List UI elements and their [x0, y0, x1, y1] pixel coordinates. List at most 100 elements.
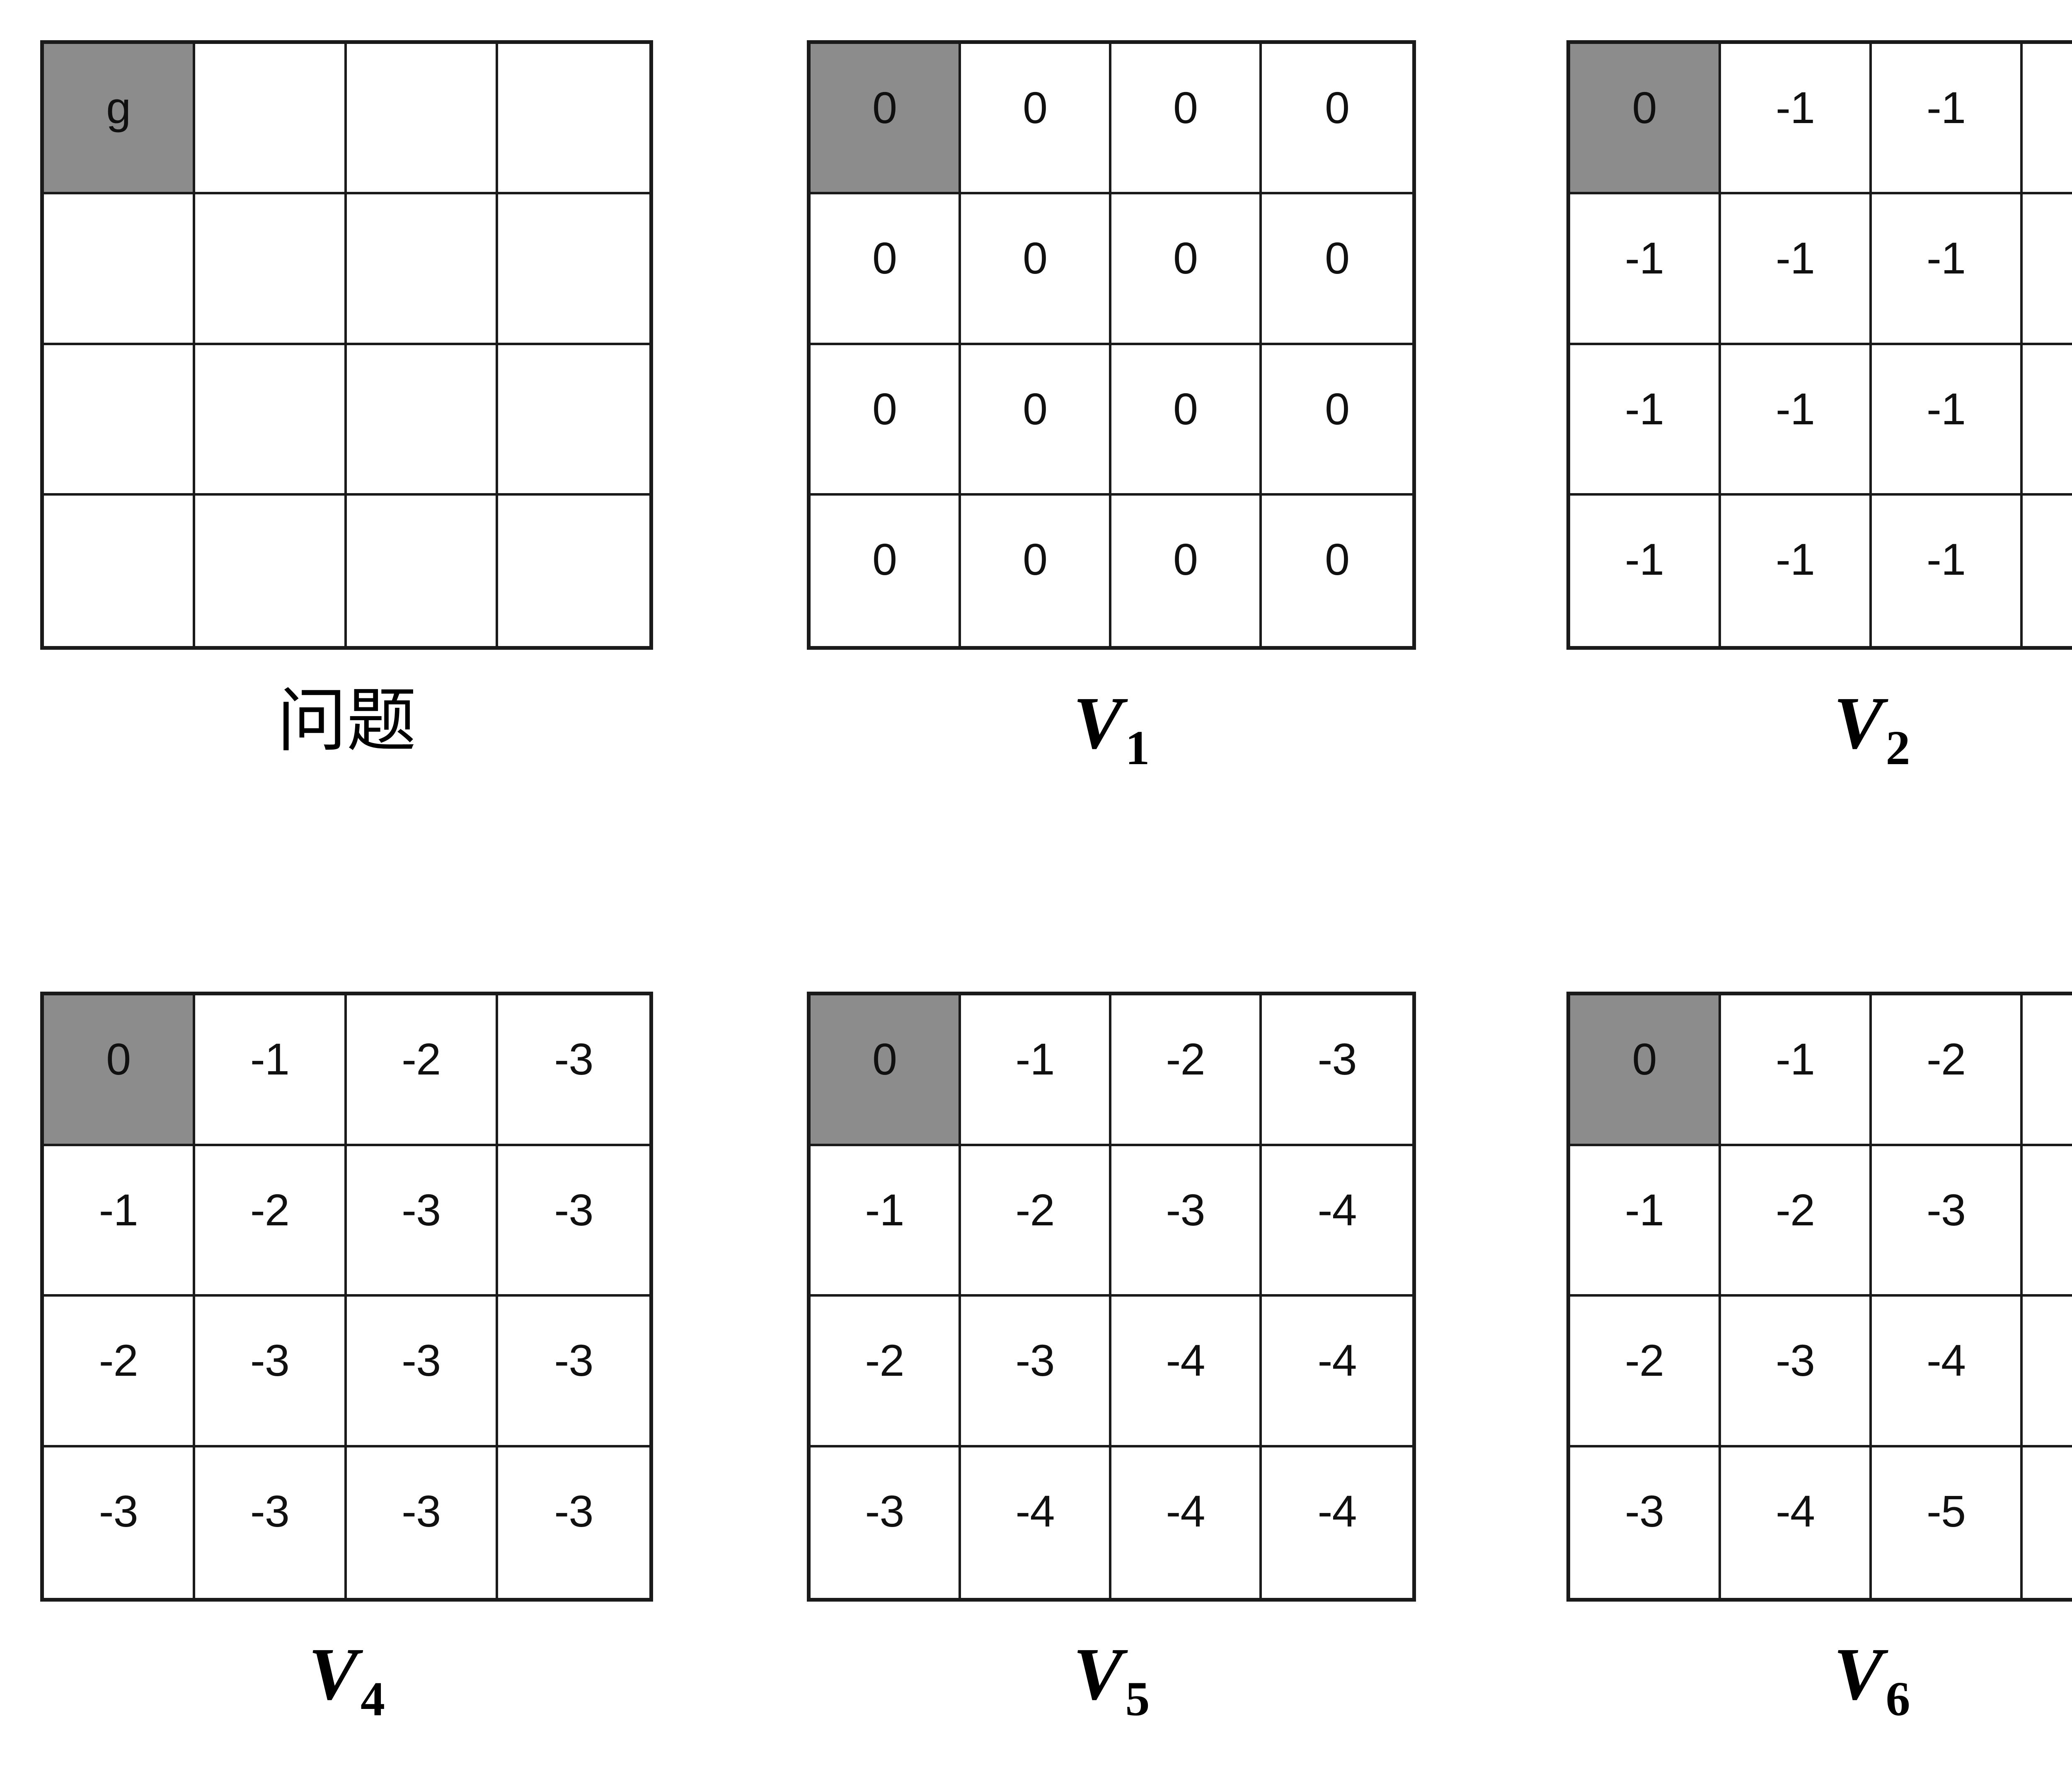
grid-cell[interactable]: -2: [1570, 1297, 1721, 1447]
caption-subscript: 4: [361, 1671, 385, 1726]
grid-cell[interactable]: -3: [2023, 995, 2072, 1146]
grid-cell[interactable]: -1: [1721, 194, 1872, 345]
grid-cell[interactable]: 0: [811, 44, 961, 195]
grid-cell[interactable]: [195, 495, 347, 646]
grid-cell[interactable]: -4: [1872, 1297, 2023, 1447]
grid-cell[interactable]: -2: [811, 1297, 961, 1447]
grid-cell[interactable]: -1: [1721, 495, 1872, 646]
grid-cell[interactable]: -3: [44, 1447, 196, 1598]
grid-cell[interactable]: -1: [2023, 495, 2072, 646]
grid-cell[interactable]: 0: [961, 495, 1111, 646]
grid-cell[interactable]: -3: [1570, 1447, 1721, 1598]
grid-cell[interactable]: -1: [2023, 345, 2072, 496]
grid-cell[interactable]: -5: [2023, 1297, 2072, 1447]
grid-cell[interactable]: -3: [1872, 1146, 2023, 1297]
grid-cell[interactable]: -2: [44, 1297, 196, 1447]
grid-cell[interactable]: -1: [1872, 495, 2023, 646]
grid-cell[interactable]: 0: [961, 345, 1111, 496]
grid-cell[interactable]: [346, 194, 498, 345]
grid-cell[interactable]: [346, 44, 498, 195]
grid-cell[interactable]: -4: [1111, 1447, 1262, 1598]
cell-value: -3: [1166, 1184, 1205, 1235]
grid-cell[interactable]: [498, 194, 649, 345]
grid-cell[interactable]: -2: [1872, 995, 2023, 1146]
grid-cell[interactable]: [195, 194, 347, 345]
grid-cell[interactable]: -4: [1262, 1146, 1412, 1297]
grid-cell[interactable]: -3: [195, 1297, 347, 1447]
grid-cell[interactable]: 0: [1570, 995, 1721, 1146]
grid-cell[interactable]: -1: [1721, 345, 1872, 496]
grid-cell[interactable]: -3: [498, 1447, 649, 1598]
cell-value: 0: [1324, 233, 1350, 283]
grid-cell[interactable]: [346, 495, 498, 646]
grid-cell[interactable]: 0: [1570, 44, 1721, 195]
grid-cell[interactable]: 0: [1262, 345, 1412, 496]
grid-cell[interactable]: -2: [1111, 995, 1262, 1146]
grid-cell[interactable]: -1: [1872, 345, 2023, 496]
grid-cell[interactable]: -2: [961, 1146, 1111, 1297]
grid-cell[interactable]: 0: [1262, 495, 1412, 646]
grid-cell[interactable]: [346, 345, 498, 496]
grid-cell[interactable]: -1: [1570, 1146, 1721, 1297]
grid-cell[interactable]: -3: [346, 1447, 498, 1598]
grid-cell[interactable]: -3: [346, 1146, 498, 1297]
grid-cell[interactable]: -4: [1111, 1297, 1262, 1447]
grid-cell[interactable]: -1: [1721, 44, 1872, 195]
grid-cell[interactable]: [498, 495, 649, 646]
grid-cell[interactable]: -1: [1570, 194, 1721, 345]
grid-cell[interactable]: 0: [1111, 345, 1262, 496]
grid-cell[interactable]: 0: [811, 194, 961, 345]
grid-cell[interactable]: -2: [1721, 1146, 1872, 1297]
grid-cell[interactable]: [44, 194, 196, 345]
grid-cell[interactable]: g: [44, 44, 196, 195]
grid-cell[interactable]: 0: [1111, 194, 1262, 345]
grid-cell[interactable]: 0: [1111, 44, 1262, 195]
grid-cell[interactable]: -4: [1262, 1297, 1412, 1447]
grid-cell[interactable]: [195, 44, 347, 195]
grid-cell[interactable]: -3: [346, 1297, 498, 1447]
grid-cell[interactable]: 0: [1262, 194, 1412, 345]
grid-cell[interactable]: -2: [346, 995, 498, 1146]
grid-cell[interactable]: [44, 345, 196, 496]
grid-cell[interactable]: -3: [498, 995, 649, 1146]
grid-cell[interactable]: -3: [195, 1447, 347, 1598]
grid-cell[interactable]: -1: [44, 1146, 196, 1297]
grid-cell[interactable]: -3: [498, 1297, 649, 1447]
grid-cell[interactable]: -3: [811, 1447, 961, 1598]
grid-cell[interactable]: 0: [811, 345, 961, 496]
grid-cell[interactable]: -3: [1262, 995, 1412, 1146]
grid-cell[interactable]: 0: [961, 44, 1111, 195]
grid-cell[interactable]: -1: [2023, 194, 2072, 345]
grid-cell[interactable]: 0: [811, 495, 961, 646]
grid-cell[interactable]: 0: [44, 995, 196, 1146]
grid-cell[interactable]: 0: [811, 995, 961, 1146]
grid-cell[interactable]: -1: [1721, 995, 1872, 1146]
grid-cell[interactable]: -5: [2023, 1447, 2072, 1598]
grid-cell[interactable]: -4: [2023, 1146, 2072, 1297]
grid-cell[interactable]: -5: [1872, 1447, 2023, 1598]
grid-cell[interactable]: -1: [1570, 495, 1721, 646]
cell-value: -1: [1624, 383, 1664, 434]
grid-cell[interactable]: -1: [1872, 44, 2023, 195]
grid-cell[interactable]: 0: [1111, 495, 1262, 646]
grid-cell[interactable]: -1: [961, 995, 1111, 1146]
grid-cell[interactable]: -1: [195, 995, 347, 1146]
grid-cell[interactable]: -3: [1111, 1146, 1262, 1297]
grid-cell[interactable]: -3: [498, 1146, 649, 1297]
grid-cell[interactable]: -2: [195, 1146, 347, 1297]
grid-cell[interactable]: -4: [1262, 1447, 1412, 1598]
grid-cell[interactable]: [44, 495, 196, 646]
grid-cell[interactable]: [498, 44, 649, 195]
grid-cell[interactable]: -1: [1872, 194, 2023, 345]
grid-cell[interactable]: 0: [1262, 44, 1412, 195]
grid-cell[interactable]: -3: [961, 1297, 1111, 1447]
grid-cell[interactable]: -4: [961, 1447, 1111, 1598]
grid-cell[interactable]: 0: [961, 194, 1111, 345]
grid-cell[interactable]: [498, 345, 649, 496]
grid-cell[interactable]: [195, 345, 347, 496]
grid-cell[interactable]: -1: [2023, 44, 2072, 195]
grid-cell[interactable]: -4: [1721, 1447, 1872, 1598]
grid-cell[interactable]: -3: [1721, 1297, 1872, 1447]
grid-cell[interactable]: -1: [1570, 345, 1721, 496]
grid-cell[interactable]: -1: [811, 1146, 961, 1297]
